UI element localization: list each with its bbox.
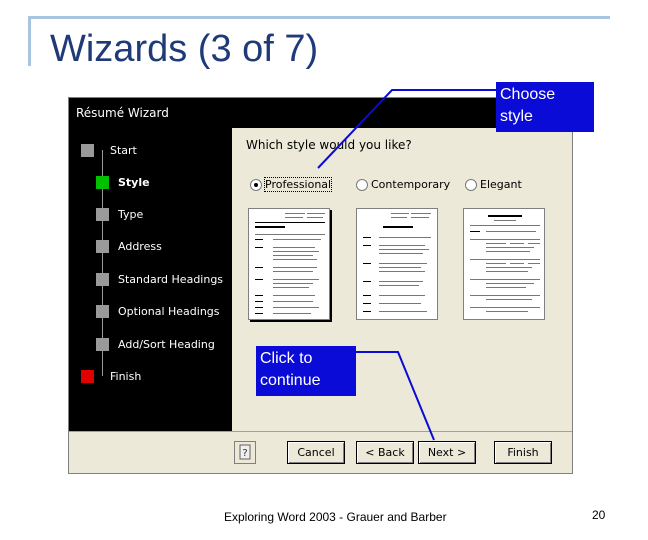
radio-label: Professional [263,177,333,192]
step-label: Add/Sort Heading [118,338,215,351]
slide-title-rule-left [28,16,31,66]
help-icon: ? [239,444,251,460]
step-label: Finish [110,370,142,383]
back-button[interactable]: < Back [356,441,414,464]
preview-professional[interactable] [248,208,330,320]
step-marker-icon [81,144,94,157]
step-label: Type [118,208,144,221]
slide-title-rule [28,16,610,19]
finish-button[interactable]: Finish [494,441,552,464]
slide-title: Wizards (3 of 7) [50,28,319,70]
step-marker-icon [96,338,109,351]
step-marker-icon [96,176,109,189]
style-question: Which style would you like? [246,138,412,152]
step-label: Start [110,144,137,157]
dialog-button-bar: ? Cancel < Back Next > Finish [69,431,572,473]
step-marker-icon [81,370,94,383]
slide-footer: Exploring Word 2003 - Grauer and Barber [224,510,447,524]
step-marker-icon [96,305,109,318]
radio-dot [254,183,258,187]
slide-page-number: 20 [592,508,606,522]
radio-label: Contemporary [371,178,451,191]
radio-label: Elegant [480,178,522,191]
step-marker-icon [96,273,109,286]
help-button[interactable]: ? [234,441,256,464]
step-label: Address [118,240,162,253]
step-marker-icon [96,208,109,221]
radio-circle [356,179,368,191]
step-label: Optional Headings [118,305,220,318]
preview-elegant[interactable] [463,208,545,320]
callout-click-continue: Click to continue [256,346,356,396]
step-label: Style [118,176,150,189]
callout-choose-style: Choose style [496,82,594,132]
svg-text:?: ? [242,448,247,459]
step-marker-icon [96,240,109,253]
step-label: Standard Headings [118,273,224,286]
steps-connector-line [102,150,103,376]
radio-circle [250,179,262,191]
preview-contemporary[interactable] [356,208,438,320]
next-button[interactable]: Next > [418,441,476,464]
radio-circle [465,179,477,191]
wizard-steps-panel: Start Style Type Address Standard Headin… [69,128,232,431]
cancel-button[interactable]: Cancel [287,441,345,464]
resume-wizard-dialog: Résumé Wizard Start Style Type Address S… [68,97,573,474]
